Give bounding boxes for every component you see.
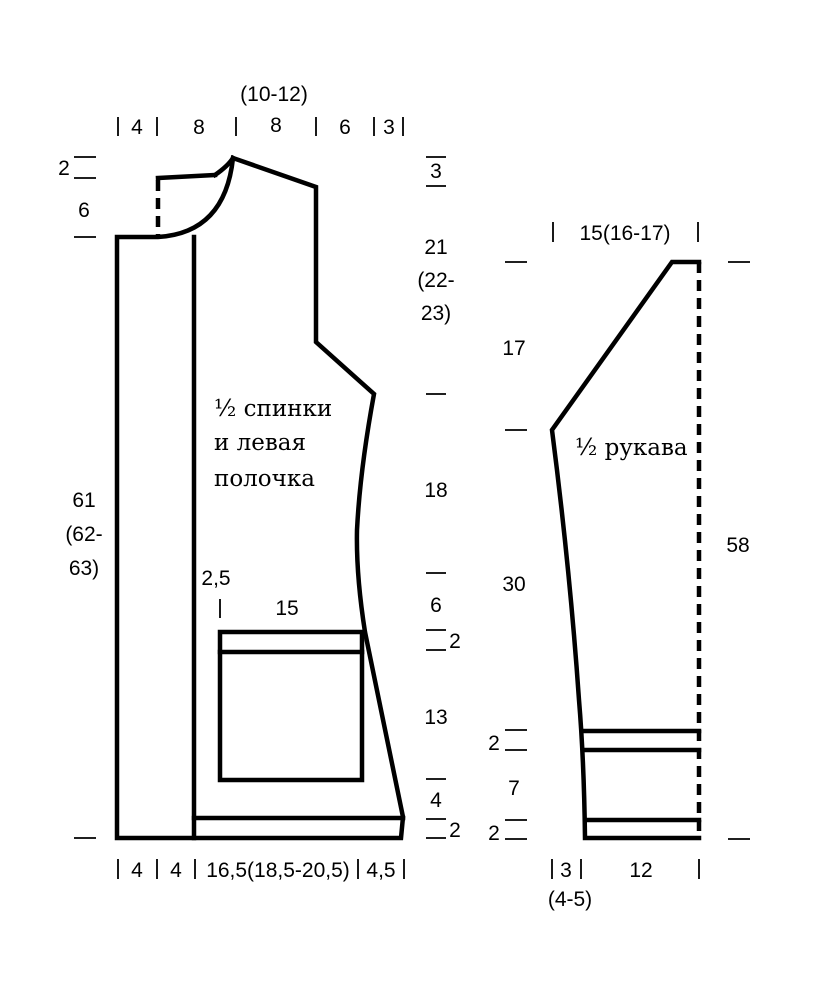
body-bottom-dimensions: 4 4 16,5(18,5-20,5) 4,5	[117, 859, 405, 882]
sleeve-cuff-band-2a-label: 2	[488, 732, 500, 755]
bottom-seg-4a-label: 4	[131, 859, 143, 882]
pocket-13-label: 13	[424, 706, 447, 729]
neck-total-label: (10-12)	[240, 83, 308, 106]
neck-edge-curve	[211, 154, 237, 179]
body-length-label-1: 61	[72, 489, 95, 512]
sleeve-outline	[549, 259, 702, 841]
pocket-offset-label: 2,5	[201, 567, 230, 590]
sleeve-piece-label: ½ рукава	[575, 435, 688, 461]
armhole-label-2: (22-	[417, 269, 454, 292]
top-seg-6-label: 6	[339, 116, 351, 139]
shoulder-line	[155, 172, 218, 181]
body-outline	[114, 154, 406, 841]
body-piece-label: ½ спинки и левая полочка	[214, 396, 332, 492]
pocket-outline	[217, 629, 365, 783]
bottom-seg-main-label: 16,5(18,5-20,5)	[206, 859, 350, 882]
armhole-label-1: 21	[424, 236, 447, 259]
sleeve-top-width-label: 15(16-17)	[579, 222, 670, 245]
body-top-dimensions: (10-12) 4 8 8 6 3	[117, 83, 404, 139]
hem-2-label: 2	[449, 819, 461, 842]
sleeve-length-30-label: 30	[502, 573, 525, 596]
right-top-3-label: 3	[430, 160, 442, 183]
hip-6-label: 6	[430, 594, 442, 617]
sleeve-total-58-label: 58	[726, 534, 749, 557]
body-length-label-3: 63)	[69, 557, 99, 580]
pocket-dimensions: 2,5 15	[201, 567, 298, 620]
top-seg-4-label: 4	[131, 116, 143, 139]
sleeve-cap-17-label: 17	[502, 337, 525, 360]
sleeve-cuff-7-label: 7	[508, 777, 520, 800]
body-left-dimensions: 2 6 61 (62- 63)	[58, 156, 103, 839]
body-label-line3: полочка	[214, 466, 315, 492]
sleeve-piece	[549, 259, 702, 841]
sleeve-dimensions: 15(16-17) 17 30 58 2 7 2 3 (4-5) 12	[488, 222, 750, 911]
pocket-band-2-label: 2	[449, 630, 461, 653]
top-seg-8b-label: 8	[270, 114, 282, 137]
top-seg-3-label: 3	[383, 116, 395, 139]
sleeve-cuff-band-2b-label: 2	[488, 822, 500, 845]
body-length-label-2: (62-	[65, 523, 102, 546]
pocket-bottom-4-label: 4	[430, 789, 442, 812]
body-label-line2: и левая	[214, 430, 306, 456]
sleeve-bottom-12-label: 12	[629, 859, 652, 882]
sleeve-bottom-sizes-label: (4-5)	[548, 888, 592, 911]
body-right-dimensions: 3 21 (22- 23) 18 6 2 13 4 2	[417, 156, 461, 842]
pocket-width-label: 15	[275, 597, 298, 620]
sleeve-bottom-3-label: 3	[560, 859, 572, 882]
left-shoulder-2-label: 2	[58, 157, 70, 180]
body-label-line1: ½ спинки	[214, 396, 332, 422]
top-seg-8a-label: 8	[193, 116, 205, 139]
waist-18-label: 18	[424, 479, 447, 502]
armhole-label-3: 23)	[421, 302, 451, 325]
bottom-seg-4b-label: 4	[170, 859, 182, 882]
bottom-seg-45-label: 4,5	[366, 859, 395, 882]
left-neck-6-label: 6	[78, 199, 90, 222]
body-piece	[114, 154, 406, 841]
